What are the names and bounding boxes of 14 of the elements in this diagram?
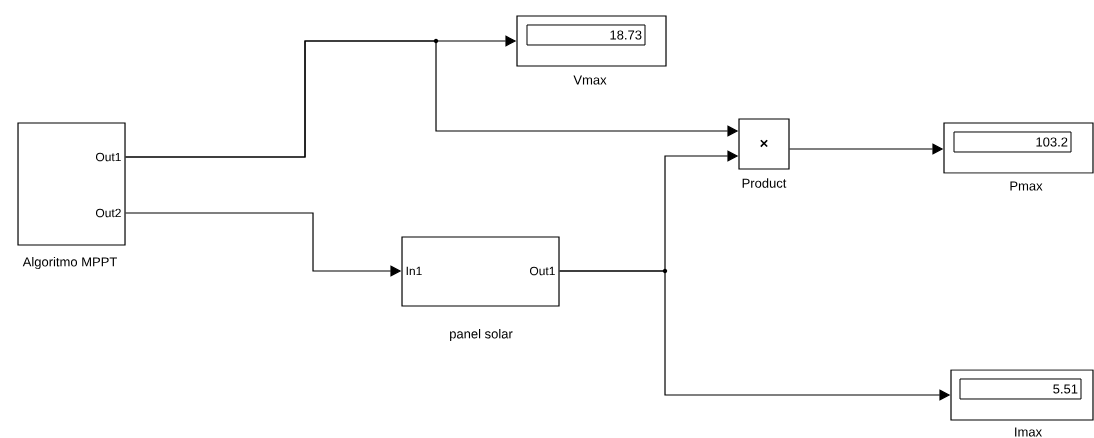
block-label: panel solar (450, 328, 513, 342)
block-label: Pmax (1010, 181, 1043, 191)
port-label: In1 (406, 266, 422, 276)
value-field: 103.2 (953, 131, 1072, 153)
block-label: Vmax (573, 75, 607, 85)
block-label: Algoritmo MPPT (22, 256, 117, 270)
port-label: Out1 (95, 152, 121, 162)
port-label: Out2 (95, 208, 121, 218)
value-field: 5.51 (959, 378, 1082, 400)
port-label: Out1 (529, 266, 555, 276)
multiply-symbol: × (760, 139, 768, 148)
block-label: Product (742, 178, 787, 188)
block-label: Imax (1015, 427, 1042, 437)
value-field: 18.73 (526, 24, 646, 46)
